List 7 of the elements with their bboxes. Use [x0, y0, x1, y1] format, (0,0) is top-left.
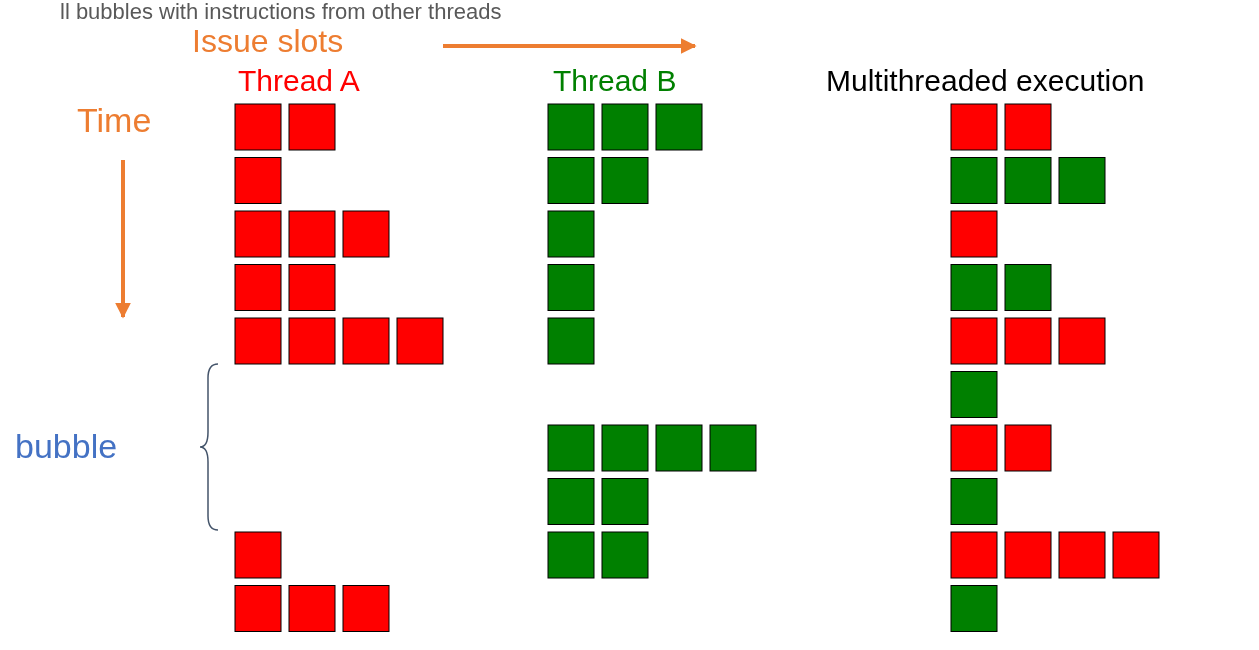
column-heading: Thread B [553, 64, 677, 97]
axis-label: Issue slots [192, 24, 344, 60]
header-text: ll bubbles with instructions from other threads [60, 0, 502, 25]
column-heading: Thread A [238, 64, 360, 97]
column-heading: Multithreaded execution [826, 64, 1145, 97]
bracket-label: bubble [15, 428, 118, 466]
axis-label: Time [77, 102, 152, 140]
